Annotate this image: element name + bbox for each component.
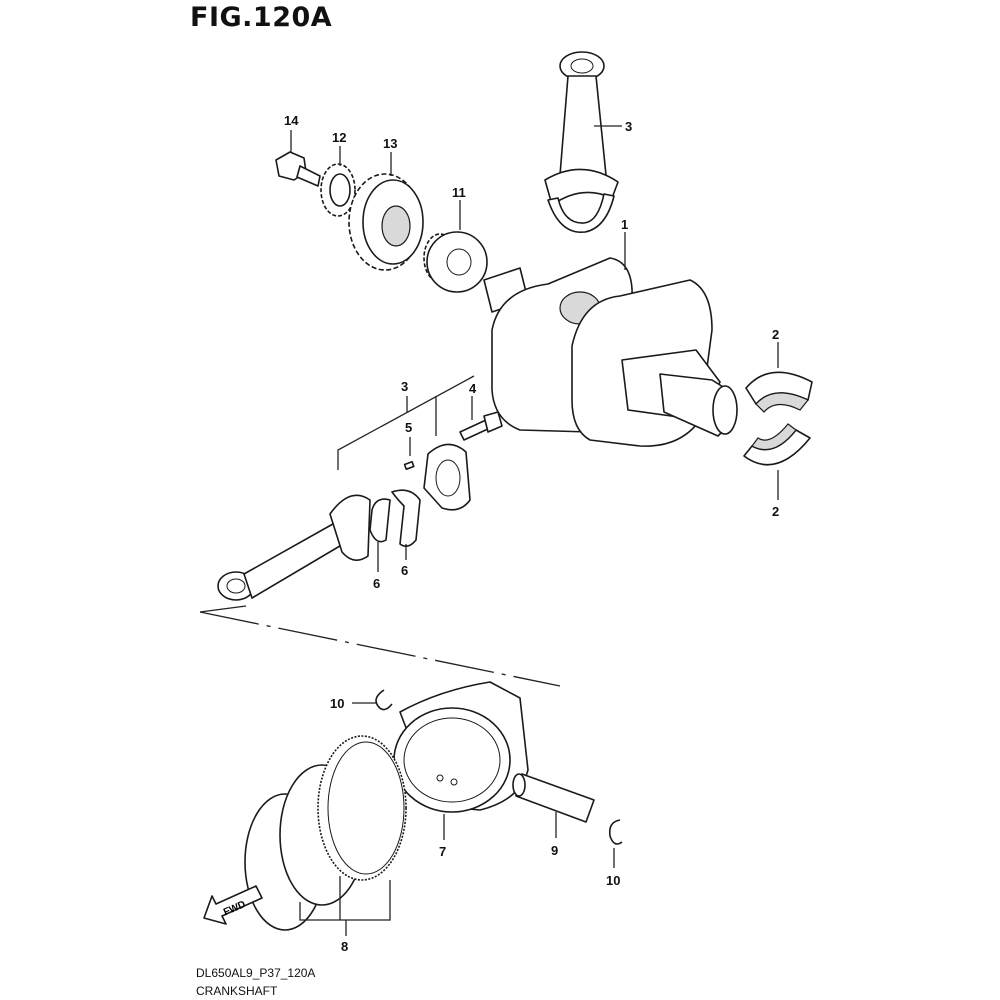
part-piston-7[interactable]: [393, 681, 529, 813]
callout-12: 12: [332, 130, 346, 145]
part-circlip-10-lower[interactable]: [608, 819, 623, 845]
callout-9: 9: [551, 843, 558, 858]
callout-6-right: 6: [401, 563, 408, 578]
part-piston-rings-8[interactable]: [244, 735, 407, 931]
part-circlip-10-upper[interactable]: [375, 689, 393, 711]
callout-7: 7: [439, 844, 446, 859]
figure-title: FIG.120A: [190, 2, 333, 33]
callout-11: 11: [452, 185, 466, 200]
part-bearing-2-lower[interactable]: [743, 423, 811, 466]
part-piston-pin-9[interactable]: [512, 773, 595, 823]
callout-6-left: 6: [373, 576, 380, 591]
callout-4: 4: [469, 381, 477, 396]
part-bolt-14[interactable]: [275, 151, 321, 187]
part-crankshaft-1[interactable]: [483, 257, 738, 447]
callout-3-left: 3: [401, 379, 408, 394]
part-bearing-6-right[interactable]: [391, 489, 421, 548]
part-bolt-4[interactable]: [459, 411, 503, 441]
callout-2-upper: 2: [772, 327, 779, 342]
part-connecting-rod-3-top[interactable]: [544, 51, 619, 233]
callout-1: 1: [621, 217, 628, 232]
callout-2-lower: 2: [772, 504, 779, 519]
callout-13: 13: [383, 136, 397, 151]
callout-3-top: 3: [625, 119, 632, 134]
callout-10-lower: 10: [606, 873, 620, 888]
diagram-code: DL650AL9_P37_120A: [196, 966, 316, 980]
callout-14: 14: [284, 113, 299, 128]
callout-8: 8: [341, 939, 348, 954]
part-connecting-rod-3-left[interactable]: [217, 443, 471, 601]
callout-5: 5: [405, 420, 412, 435]
part-pin-5[interactable]: [403, 460, 415, 470]
callout-10-upper: 10: [330, 696, 344, 711]
part-gear-12[interactable]: [320, 163, 356, 217]
part-bearing-2-upper[interactable]: [745, 371, 813, 413]
part-bearing-6-left[interactable]: [369, 498, 391, 543]
section-name: CRANKSHAFT: [196, 984, 278, 998]
part-gear-13[interactable]: [348, 173, 424, 271]
part-gear-washer-11[interactable]: [423, 231, 488, 293]
